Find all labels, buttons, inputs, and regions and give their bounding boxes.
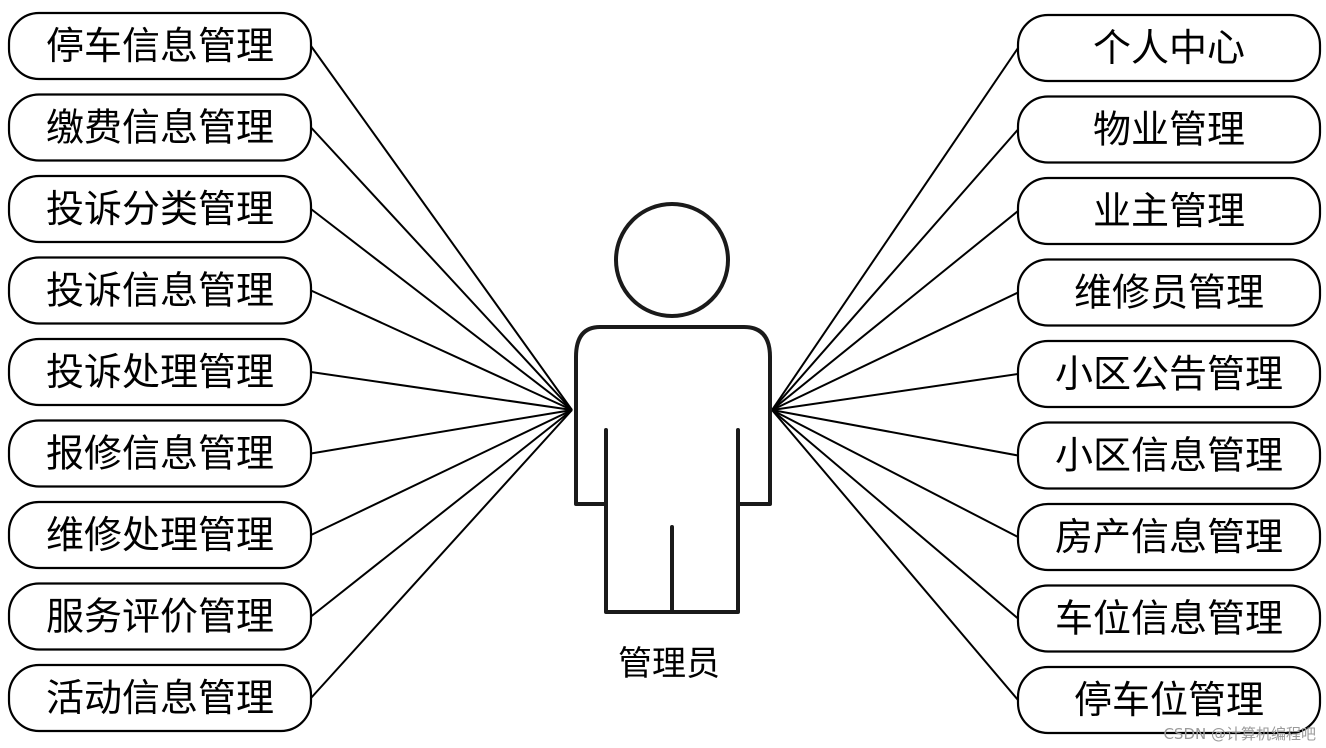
left-connector-line: [310, 409, 573, 618]
left-function-box-border: [7, 419, 313, 488]
left-function-label: 缴费信息管理: [46, 106, 274, 150]
left-function-box-border: [7, 663, 313, 733]
right-function-label: 小区信息管理: [1055, 434, 1283, 478]
left-function-box-border: [7, 337, 313, 407]
right-function-box: 物业管理: [1016, 95, 1322, 164]
right-function-box-border: [1016, 176, 1322, 246]
right-connector-line: [771, 47, 1019, 411]
right-function-box-border: [1016, 95, 1322, 164]
left-connector-line: [310, 409, 573, 699]
left-function-box: 服务评价管理: [7, 582, 313, 651]
right-function-label: 房产信息管理: [1055, 515, 1283, 559]
left-function-label: 维修处理管理: [46, 513, 274, 557]
left-function-box-border: [7, 11, 313, 81]
left-function-label: 活动信息管理: [46, 676, 274, 720]
right-function-box: 维修员管理: [1016, 258, 1322, 327]
right-function-box-border: [1016, 13, 1322, 83]
actor-label: 管理员: [618, 644, 720, 684]
right-connector-line: [771, 373, 1019, 411]
right-function-label: 停车位管理: [1074, 678, 1264, 722]
left-function-label: 投诉分类管理: [46, 187, 274, 231]
right-connector-line: [771, 128, 1019, 411]
right-connector-line: [771, 409, 1019, 457]
left-function-label: 停车信息管理: [46, 24, 274, 68]
watermark: CSDN @计算机编程吧: [1163, 725, 1316, 743]
right-function-label: 个人中心: [1093, 26, 1245, 70]
right-function-box: 房产信息管理: [1016, 502, 1322, 572]
left-function-box-border: [7, 582, 313, 651]
right-function-box-border: [1016, 502, 1322, 572]
right-connector-line: [771, 291, 1019, 411]
left-function-box: 投诉信息管理: [7, 256, 313, 325]
left-function-box: 维修处理管理: [7, 500, 313, 570]
right-function-box: 小区信息管理: [1016, 421, 1322, 490]
right-function-label: 业主管理: [1093, 189, 1245, 233]
right-connector-line: [771, 409, 1019, 538]
right-function-label: 小区公告管理: [1055, 352, 1283, 396]
left-connector-line: [310, 409, 573, 536]
left-connector-line: [310, 371, 573, 411]
left-function-list: 停车信息管理缴费信息管理投诉分类管理投诉信息管理投诉处理管理报修信息管理维修处理…: [7, 11, 313, 733]
right-connector-line: [771, 409, 1019, 701]
right-function-box: 小区公告管理: [1016, 339, 1322, 409]
left-function-box-border: [7, 174, 313, 244]
left-function-box: 报修信息管理: [7, 419, 313, 488]
right-function-list: 个人中心物业管理业主管理维修员管理小区公告管理小区信息管理房产信息管理车位信息管…: [1016, 13, 1322, 735]
left-function-box-border: [7, 500, 313, 570]
right-function-box: 个人中心: [1016, 13, 1322, 83]
left-function-box: 投诉处理管理: [7, 337, 313, 407]
left-function-label: 投诉信息管理: [46, 269, 274, 313]
right-function-box-border: [1016, 258, 1322, 327]
left-function-label: 报修信息管理: [46, 432, 274, 476]
left-function-box: 活动信息管理: [7, 663, 313, 733]
right-connector-line: [771, 210, 1019, 411]
left-function-box: 缴费信息管理: [7, 93, 313, 162]
right-connector-line: [771, 409, 1019, 620]
right-function-box: 车位信息管理: [1016, 584, 1322, 653]
left-connector-line: [310, 409, 573, 455]
left-function-label: 投诉处理管理: [46, 350, 274, 394]
actor-head: [614, 202, 730, 318]
connector-lines: [310, 45, 1019, 701]
right-function-box: 停车位管理: [1016, 665, 1322, 735]
left-connector-line: [310, 45, 573, 411]
right-function-box-border: [1016, 665, 1322, 735]
right-function-box-border: [1016, 421, 1322, 490]
left-function-box: 投诉分类管理: [7, 174, 313, 244]
left-connector-line: [310, 208, 573, 411]
right-function-box: 业主管理: [1016, 176, 1322, 246]
administrator-actor-icon: [574, 202, 772, 614]
left-function-label: 服务评价管理: [46, 595, 274, 639]
left-connector-line: [310, 289, 573, 411]
left-connector-line: [310, 126, 573, 411]
left-function-box-border: [7, 256, 313, 325]
right-function-label: 维修员管理: [1074, 271, 1264, 315]
right-function-label: 车位信息管理: [1055, 597, 1283, 641]
right-function-label: 物业管理: [1093, 108, 1245, 152]
right-function-box-border: [1016, 584, 1322, 653]
left-function-box-border: [7, 93, 313, 162]
right-function-box-border: [1016, 339, 1322, 409]
left-function-box: 停车信息管理: [7, 11, 313, 81]
